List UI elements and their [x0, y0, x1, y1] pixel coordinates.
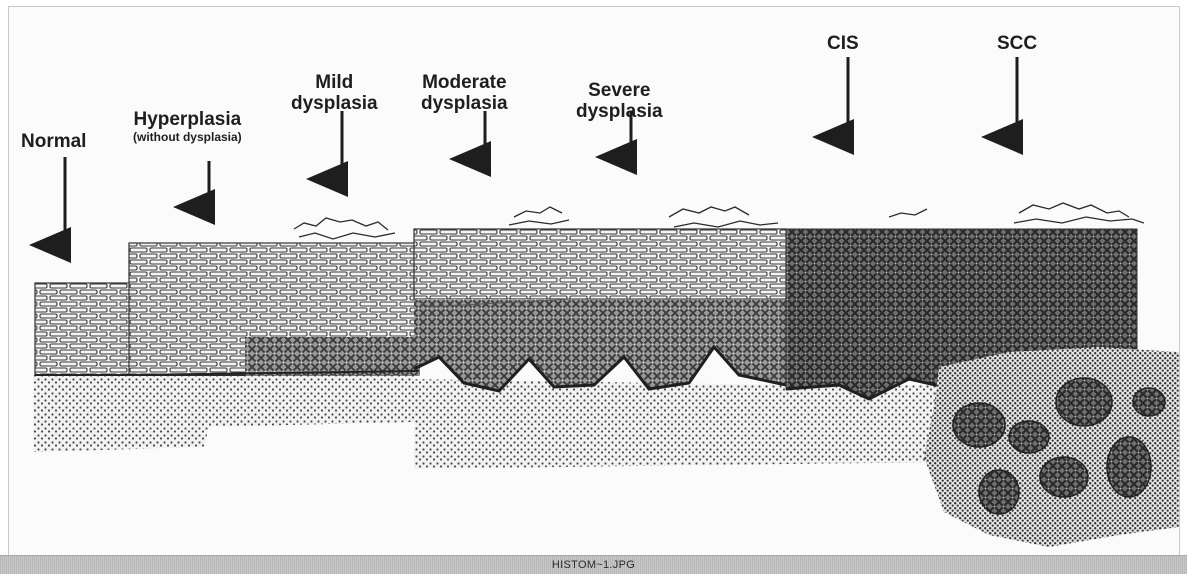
label-mild: Mild dysplasia: [291, 51, 378, 114]
label-cis-text: CIS: [827, 33, 859, 54]
filename-label: HISTOM~1.JPG: [0, 558, 1187, 572]
label-hyperplasia-text: Hyperplasia: [133, 109, 241, 130]
label-mild-text: Mild dysplasia: [291, 72, 378, 114]
label-normal-text: Normal: [21, 131, 86, 152]
label-hyperplasia: Hyperplasia (without dysplasia): [133, 109, 242, 144]
label-moderate: Moderate dysplasia: [421, 51, 508, 114]
scc-invasion: [924, 347, 1179, 547]
hyperplasia-epithelium: [129, 243, 419, 375]
label-hyperplasia-subtext: (without dysplasia): [133, 130, 242, 144]
label-scc: SCC: [997, 33, 1037, 54]
status-bar: HISTOM~1.JPG: [0, 555, 1187, 574]
image-canvas: Normal Hyperplasia (without dysplasia) M…: [8, 6, 1180, 556]
label-scc-text: SCC: [997, 33, 1037, 54]
label-moderate-text: Moderate dysplasia: [421, 72, 508, 114]
label-cis: CIS: [827, 33, 859, 54]
label-normal: Normal: [21, 131, 86, 152]
label-severe-text: Severe dysplasia: [576, 80, 663, 122]
label-severe: Severe dysplasia: [576, 59, 663, 122]
stage-arrows: [65, 57, 1017, 245]
dysplasia-epithelium: [414, 229, 786, 391]
